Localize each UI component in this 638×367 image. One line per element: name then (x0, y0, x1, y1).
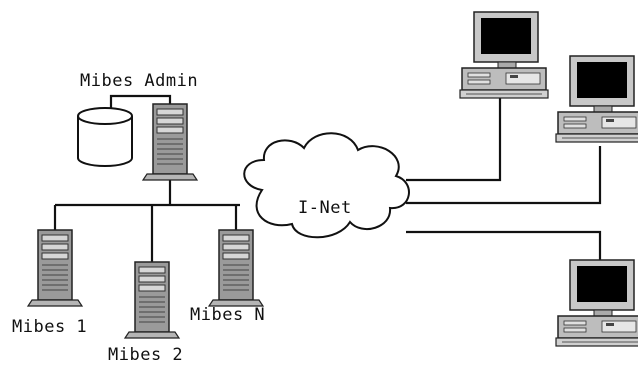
workstation-2-icon (555, 55, 638, 143)
internet-cloud-icon (243, 132, 410, 239)
admin-server-icon (142, 103, 198, 181)
label-mibes-n: Mibes N (190, 305, 265, 325)
server-mibes-n-icon (208, 229, 264, 307)
label-mibes-2: Mibes 2 (108, 345, 183, 365)
label-mibes-admin: Mibes Admin (80, 71, 198, 91)
workstation-1-icon (459, 11, 549, 99)
network-wires (53, 94, 602, 264)
label-internet: I-Net (298, 198, 352, 218)
label-mibes-1: Mibes 1 (12, 317, 87, 337)
workstation-3-icon (555, 259, 638, 347)
database-icon (77, 107, 133, 167)
server-mibes-1-icon (27, 229, 83, 307)
server-mibes-2-icon (124, 261, 180, 339)
